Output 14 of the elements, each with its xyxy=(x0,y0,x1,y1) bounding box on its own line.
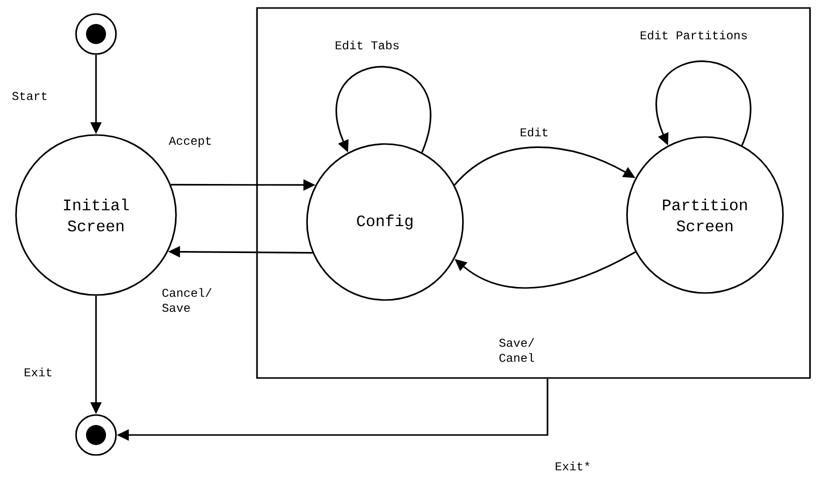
edge-label: Edit xyxy=(520,128,548,136)
edge-label: Save/ Canel xyxy=(499,338,534,362)
edge-label: Start xyxy=(12,92,47,100)
edge-label: Exit* xyxy=(556,462,590,470)
start-state xyxy=(75,13,117,55)
edge-label: Accept xyxy=(168,136,211,148)
edge-label: Exit xyxy=(24,368,52,376)
edge-label: Cancel/ Save xyxy=(162,288,212,312)
arrow xyxy=(656,60,751,146)
edge-label: Edit Partitions xyxy=(640,30,747,40)
arrow xyxy=(336,66,431,153)
end-state xyxy=(75,414,117,456)
container-box xyxy=(256,7,811,379)
edge-label: Edit Tabs xyxy=(336,40,399,50)
